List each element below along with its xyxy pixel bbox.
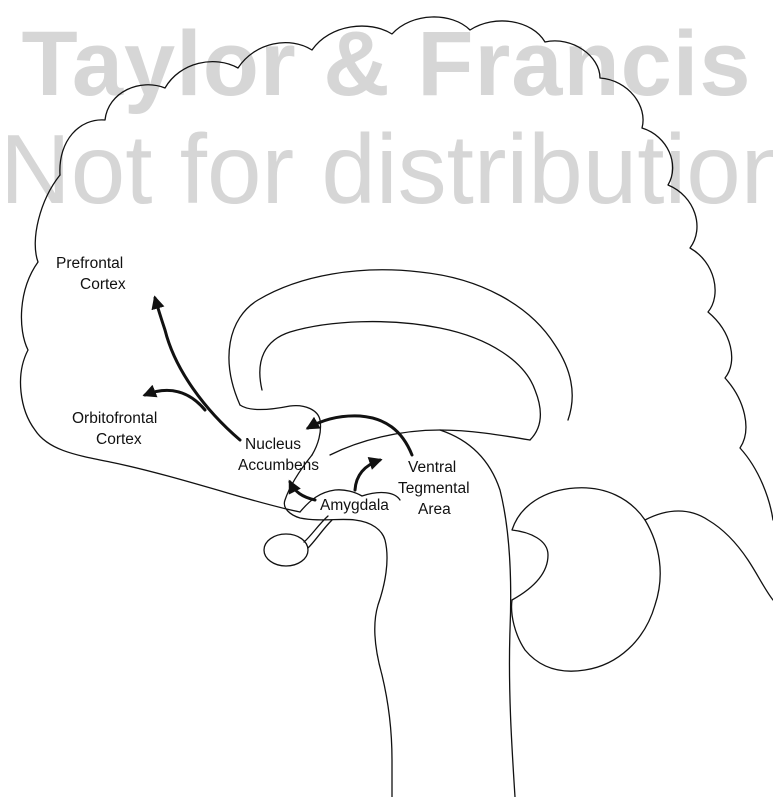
arrow-nac-to-prefrontal (155, 298, 240, 440)
cerebrum-outline (60, 17, 773, 520)
thalamus-outline (330, 430, 530, 455)
label-nucleus-line1: Nucleus (245, 436, 301, 453)
label-nucleus-line2: Accumbens (238, 457, 319, 474)
label-orbitofrontal-line1: Orbitofrontal (72, 410, 157, 427)
label-vta-line1: Ventral (408, 459, 456, 476)
corpus-callosum-outer (229, 270, 572, 420)
label-vta-line2: Tegmental (398, 480, 470, 497)
arrow-vta-to-nac (308, 416, 412, 455)
label-orbitofrontal-line2: Cortex (96, 431, 142, 448)
pituitary-gland (264, 534, 308, 566)
arrow-amygdala-to-nac (290, 482, 315, 500)
corpus-callosum-inner (260, 322, 541, 440)
label-vta-line3: Area (418, 501, 451, 518)
label-amygdala: Amygdala (320, 497, 389, 514)
pituitary-stalk (304, 516, 332, 548)
cerebellum-outline (512, 488, 661, 671)
label-prefrontal-line1: Prefrontal (56, 255, 123, 272)
arrow-vta-upward (355, 460, 380, 490)
label-prefrontal-line2: Cortex (80, 276, 126, 293)
occipital-lower-outline (645, 511, 773, 600)
